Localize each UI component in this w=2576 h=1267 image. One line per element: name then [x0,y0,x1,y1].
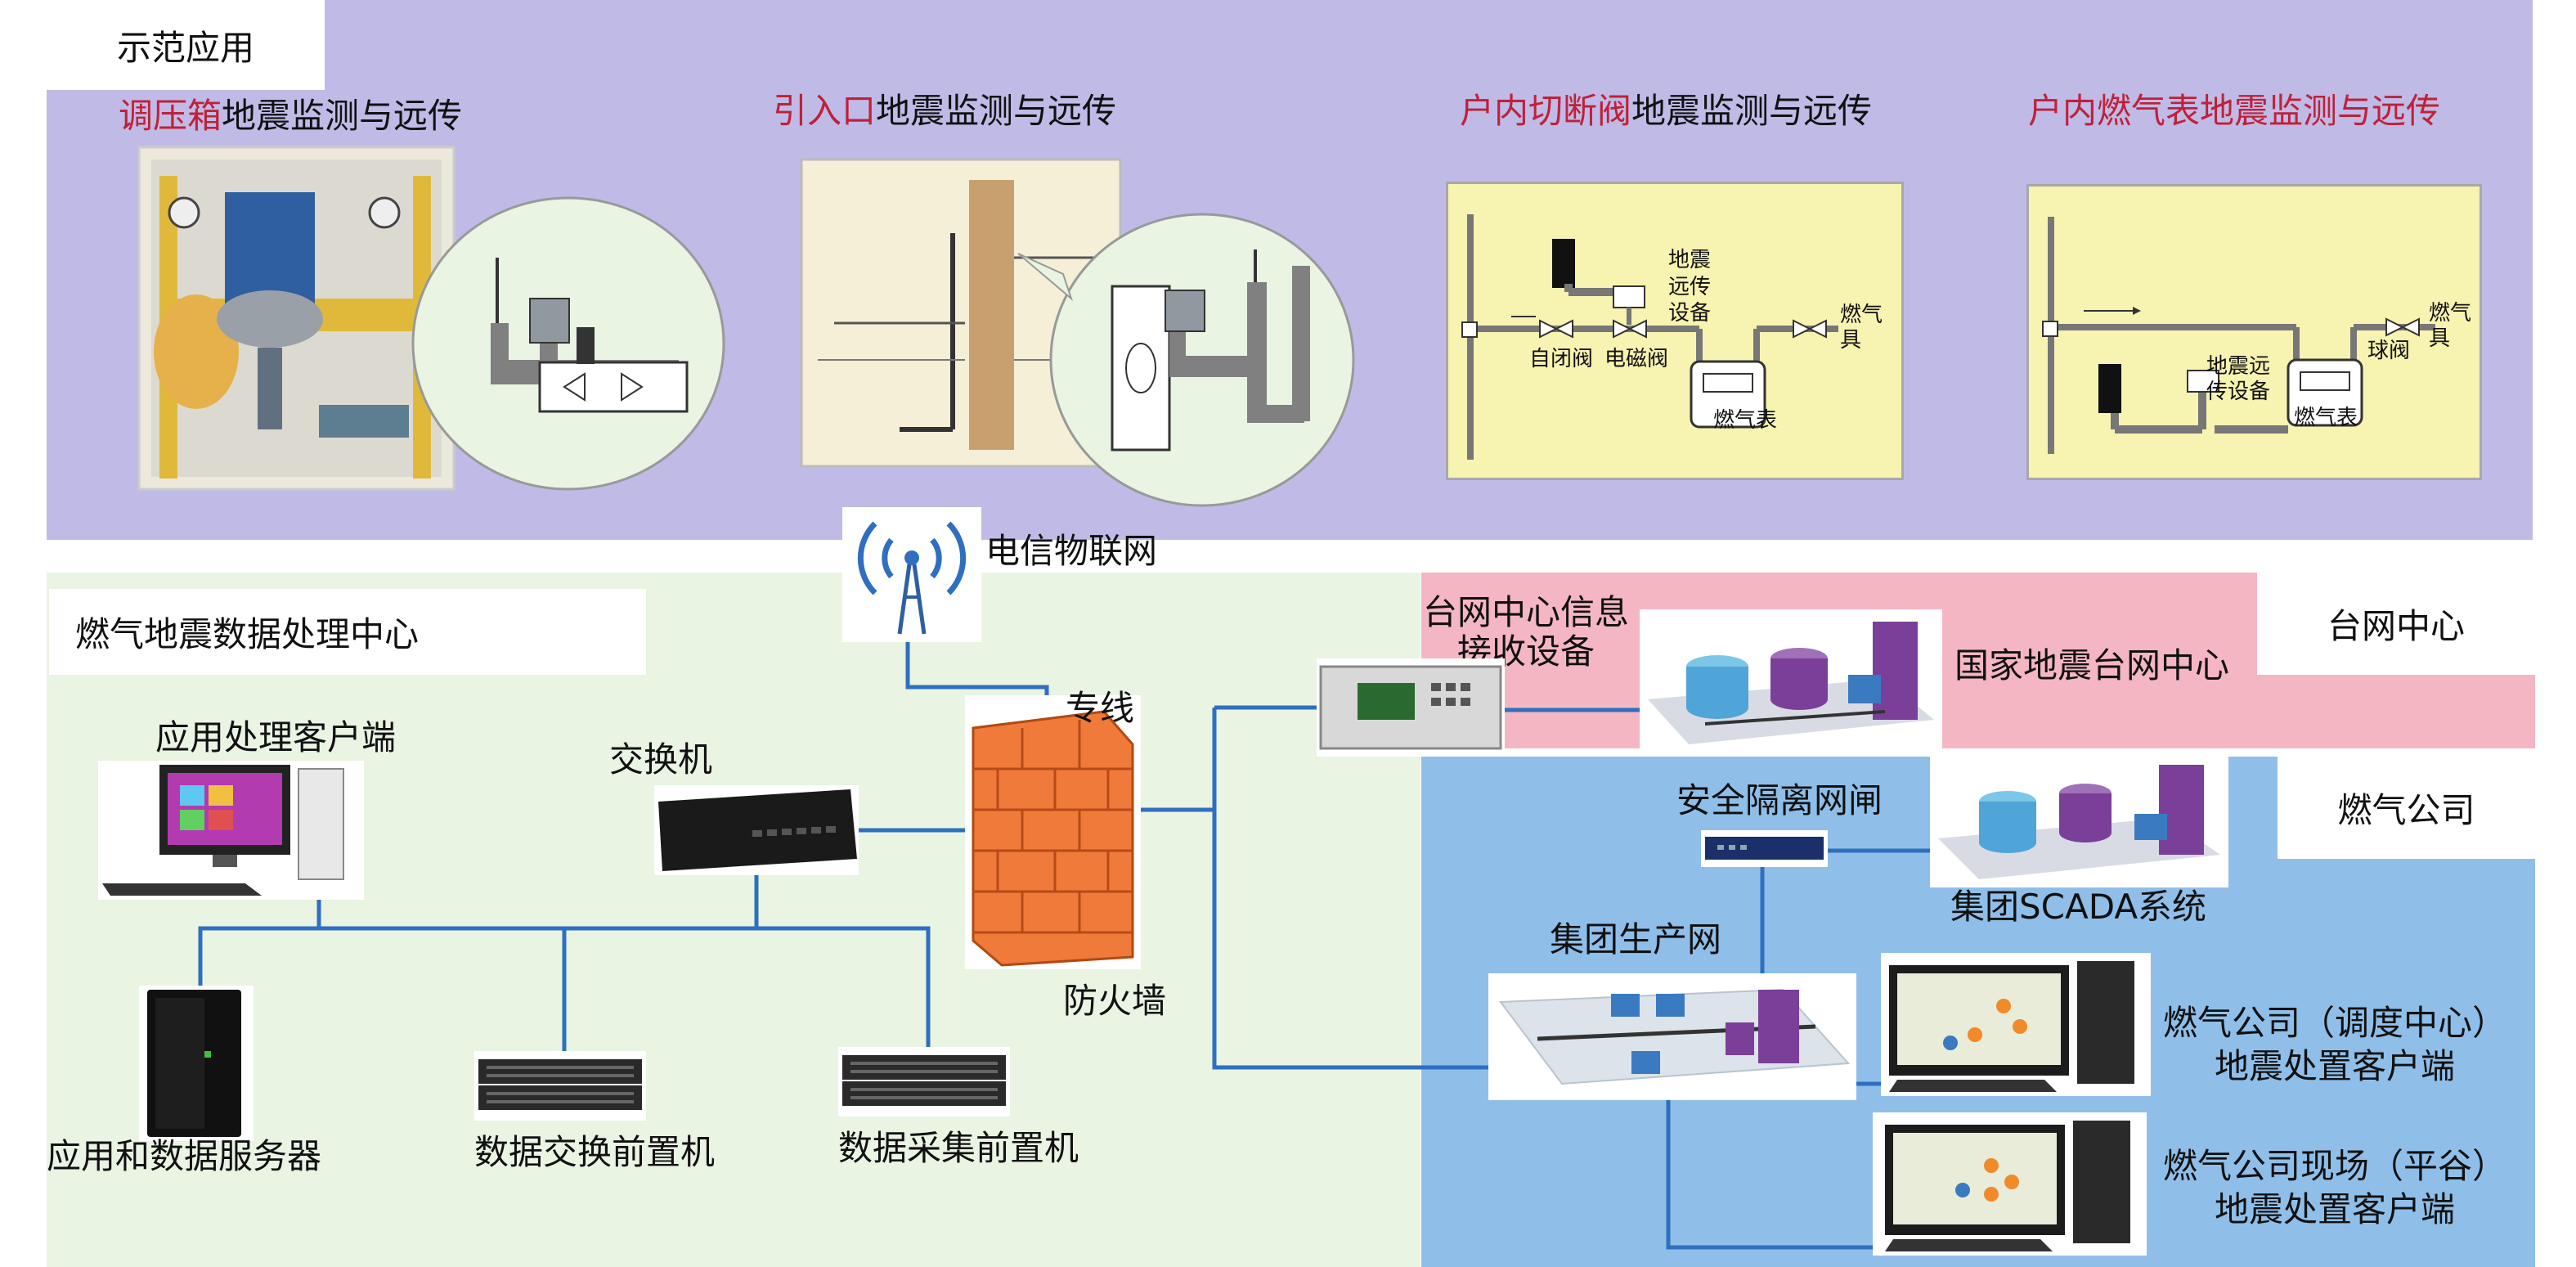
indoor-valve-quake-device-label: 地震 远传 设备 [1668,248,1712,326]
demo-item-inlet: 引入口地震监测与远传 [773,91,1117,131]
gas-meter-meter-label: 燃气表 [2294,406,2358,430]
client-label: 应用处理客户端 [155,717,397,757]
processing-center-region [47,573,1420,1267]
switch-label: 交换机 [609,739,713,780]
dedicated-line-label: 专线 [1066,688,1135,728]
collect-front-label: 数据采集前置机 [838,1128,1079,1168]
indoor-valve-schematic [1461,214,1838,460]
firewall-icon [965,695,1141,969]
gateway-label: 安全隔离网闸 [1676,780,1883,820]
regulator-box-illustration [137,146,725,491]
field-client-computer-icon [1873,1112,2147,1256]
inlet-illustration [800,158,1355,507]
solenoid-valve-label: 电磁阀 [1604,347,1669,371]
gas-meter-appliance-label: 燃气 具 [2429,301,2472,352]
national-center-label: 国家地震台网中心 [1954,645,2230,685]
collect-front-icon [838,1047,1010,1116]
national-center-servers-icon [1640,609,1942,757]
client-computer-icon [98,761,364,900]
demo-item-gas-meter: 户内燃气表地震监测与远传 [2028,91,2441,131]
field-client-label: 燃气公司现场（平谷） 地震处置客户端 [2163,1146,2507,1229]
demo-item-indoor-valve: 户内切断阀地震监测与远传 [1460,91,1873,131]
app-server-label: 应用和数据服务器 [47,1136,322,1176]
gas-company-title: 燃气公司 [2278,757,2535,859]
demo-title: 示范应用 [47,0,325,90]
scada-label: 集团SCADA系统 [1950,887,2207,927]
exchange-front-icon [474,1051,646,1121]
gateway-device-icon [1701,830,1828,867]
scada-servers-icon [1930,757,2228,887]
indoor-valve-gas-meter-label: 燃气表 [1713,408,1778,433]
ball-valve-label: 球阀 [2367,339,2411,363]
iot-tower-icon [842,507,981,642]
iot-label: 电信物联网 [985,531,1158,571]
network-center-title: 台网中心 [2257,573,2535,675]
dispatch-client-label: 燃气公司（调度中心） 地震处置客户端 [2163,1003,2507,1086]
self-close-valve-label: 自闭阀 [1529,347,1594,371]
switch-icon [654,785,859,875]
receiver-label: 台网中心信息 接收设备 [1423,592,1630,672]
production-net-icon [1488,973,1856,1100]
demo-item-regulator-box: 调压箱地震监测与远传 [119,96,463,136]
gas-meter-schematic [2042,217,2435,454]
receiver-device-icon [1317,658,1505,757]
exchange-front-label: 数据交换前置机 [474,1132,716,1172]
firewall-label: 防火墙 [1063,981,1167,1021]
production-net-label: 集团生产网 [1550,919,1722,959]
indoor-valve-appliance-label: 燃气 具 [1840,303,1883,353]
dispatch-client-computer-icon [1881,953,2151,1096]
processing-center-title: 燃气地震数据处理中心 [49,589,646,675]
gas-meter-quake-device-label: 地震远 传设备 [2206,354,2271,405]
app-server-icon [139,986,254,1141]
